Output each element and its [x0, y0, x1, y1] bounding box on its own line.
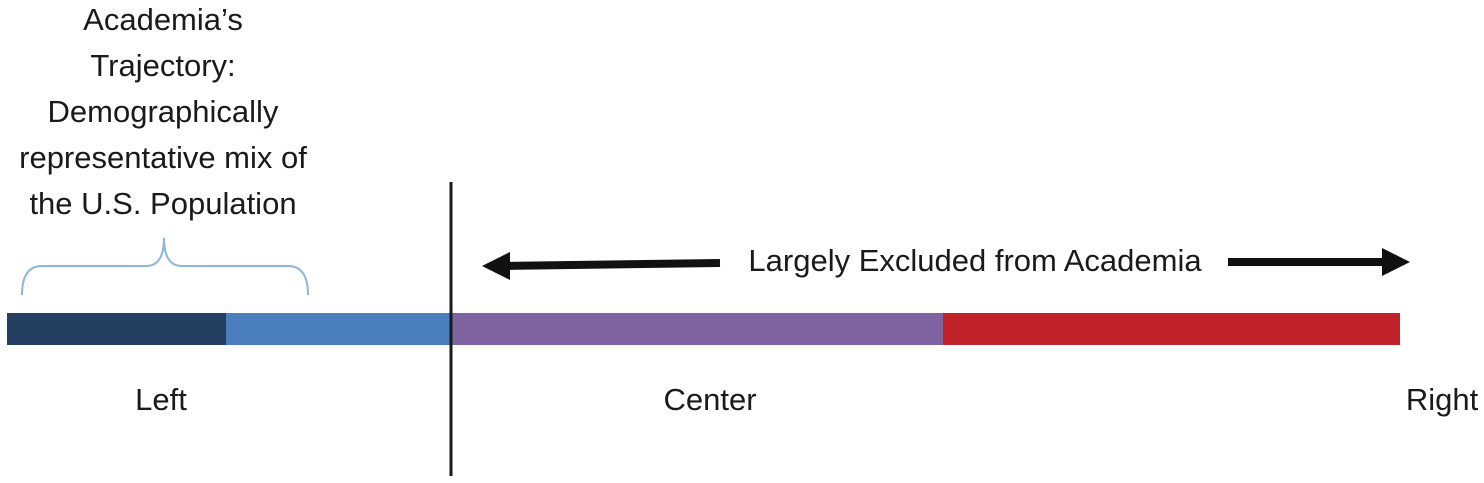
trajectory-line-4: representative mix of: [19, 140, 307, 175]
curly-brace: [21, 237, 309, 296]
trajectory-line-3: Demographically: [48, 94, 279, 129]
trajectory-label: Academia’s Trajectory: Demographically r…: [19, 2, 307, 221]
segment-right: [943, 313, 1400, 345]
excluded-label: Largely Excluded from Academia: [748, 243, 1202, 278]
left-arrow: [482, 252, 721, 280]
trajectory-line-1: Academia’s: [83, 2, 243, 37]
label-right: Right: [1406, 382, 1479, 417]
label-left: Left: [135, 382, 187, 417]
right-arrow: [1228, 248, 1410, 276]
trajectory-line-5: the U.S. Population: [29, 186, 296, 221]
segment-left: [226, 313, 450, 345]
spectrum-bar: [7, 313, 1400, 345]
trajectory-line-2: Trajectory:: [90, 48, 235, 83]
segment-far-left: [7, 313, 226, 345]
segment-center: [450, 313, 943, 345]
label-center: Center: [663, 382, 756, 417]
